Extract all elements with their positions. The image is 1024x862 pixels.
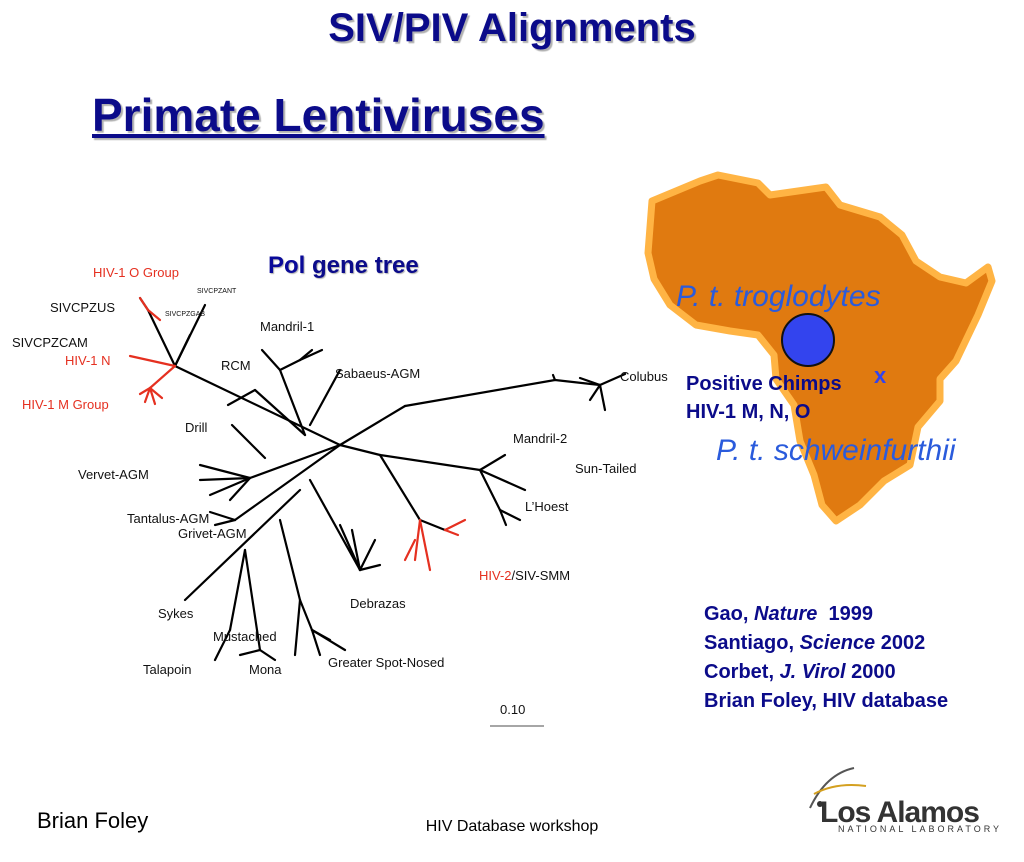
label-sabaeus: Sabaeus-AGM <box>335 366 420 381</box>
slide-title: SIV/PIV Alignments <box>328 6 696 50</box>
africa-map: x <box>644 171 996 525</box>
ref-year: 2000 <box>845 661 896 683</box>
label-mandril1: Mandril-1 <box>260 319 314 334</box>
label-grivet: Grivet-AGM <box>178 526 247 541</box>
ref-year: 2002 <box>875 632 926 654</box>
slide-subtitle: Primate Lentiviruses <box>92 89 545 141</box>
label-sivcpzcam: SIVCPZCAM <box>12 335 88 350</box>
ref-year: 1999 <box>817 603 873 625</box>
label-sivsmm-part: /SIV-SMM <box>512 568 571 583</box>
tree-hiv-branches <box>128 296 467 572</box>
ref-author: Corbet, <box>704 661 780 683</box>
label-hiv1-n: HIV-1 N <box>65 353 111 368</box>
label-sivcpzus: SIVCPZUS <box>50 300 115 315</box>
label-drill: Drill <box>185 420 207 435</box>
tree-branches <box>138 296 627 662</box>
ref-journal: Science <box>799 632 876 654</box>
tree-leaf-labels: HIV-1 O Group SIVCPZANT SIVCPZUS SIVCPZG… <box>12 265 668 677</box>
reference-item: Santiago, Science 2002 <box>704 629 948 658</box>
tree-title-gene: gene <box>305 252 375 279</box>
label-colubus: Colubus <box>620 369 668 384</box>
label-sivcpzant: SIVCPZANT <box>197 288 237 295</box>
ref-author: Brian Foley, HIV database <box>704 690 949 712</box>
tree-title-tree: tree <box>374 252 419 279</box>
los-alamos-logo-icon <box>809 767 867 809</box>
scale-label: 0.10 <box>500 702 525 717</box>
label-mona: Mona <box>249 662 282 677</box>
label-sykes: Sykes <box>158 606 194 621</box>
map-x-marker: x <box>874 363 887 388</box>
ref-journal: Nature <box>754 603 818 625</box>
label-lhoest: L’Hoest <box>525 499 569 514</box>
label-vervet: Vervet-AGM <box>78 467 149 482</box>
positive-chimps-note: Positive Chimps HIV-1 M, N, O <box>686 370 842 426</box>
label-mandril2: Mandril-2 <box>513 431 567 446</box>
label-hiv2: HIV-2/SIV-SMM <box>479 568 570 583</box>
label-hiv2-part: HIV-2 <box>479 568 512 583</box>
reference-item: Brian Foley, HIV database <box>704 687 948 716</box>
footer-event: HIV Database workshop <box>425 818 599 835</box>
label-talapoin: Talapoin <box>143 662 191 677</box>
ref-author: Gao, <box>704 603 755 625</box>
label-suntailed: Sun-Tailed <box>575 461 636 476</box>
los-alamos-logo-subtext: NATIONAL LABORATORY <box>838 824 1003 834</box>
reference-item: Corbet, J. Virol 2000 <box>704 658 948 687</box>
label-sivcpzgab: SIVCPZGAB <box>165 311 205 318</box>
reference-item: Gao, Nature 1999 <box>704 600 948 629</box>
label-debrazas: Debrazas <box>350 596 406 611</box>
positive-line-2: HIV-1 M, N, O <box>686 401 811 423</box>
positive-line-1: Positive Chimps <box>686 373 842 395</box>
label-schweinfurthii: P. t. schweinfurthii <box>716 434 956 467</box>
tree-title-pol: Pol <box>268 252 306 279</box>
references: Gao, Nature 1999 Santiago, Science 2002 … <box>704 600 948 716</box>
label-greaterspot: Greater Spot-Nosed <box>328 655 444 670</box>
chimp-location-dot <box>781 313 835 367</box>
label-rcm: RCM <box>221 358 251 373</box>
label-tantalus: Tantalus-AGM <box>127 511 209 526</box>
footer-author: Brian Foley <box>37 808 149 833</box>
label-mustached: Mustached <box>213 629 277 644</box>
label-hiv1-m: HIV-1 M Group <box>22 397 109 412</box>
ref-author: Santiago, <box>704 632 800 654</box>
label-troglodytes: P. t. troglodytes <box>676 280 881 313</box>
label-hiv1-o: HIV-1 O Group <box>93 265 179 280</box>
tree-title: Pol gene tree <box>268 252 419 280</box>
ref-journal: J. Virol <box>779 661 846 683</box>
los-alamos-logo-text: Los Alamos <box>820 796 980 829</box>
phylogenetic-tree: HIV-1 O Group SIVCPZANT SIVCPZUS SIVCPZG… <box>12 265 668 727</box>
